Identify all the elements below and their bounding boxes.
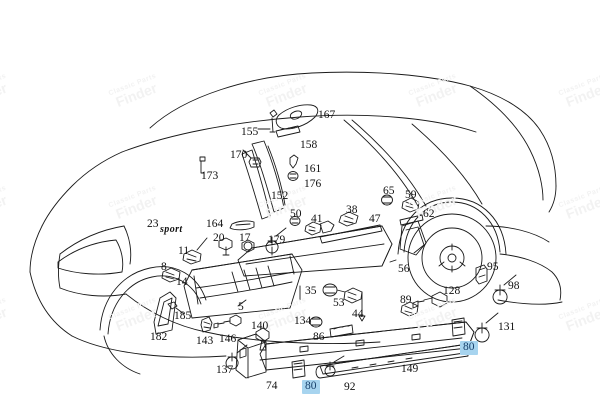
callout-155: 155 — [241, 126, 259, 138]
callout-8: 8 — [161, 261, 167, 273]
callout-14: 14 — [176, 276, 188, 288]
callout-173: 173 — [201, 170, 219, 182]
callout-50: 50 — [290, 208, 302, 220]
callout-158: 158 — [300, 139, 318, 151]
callout-143: 143 — [196, 335, 214, 347]
callout-20: 20 — [213, 232, 225, 244]
callout-164: 164 — [206, 218, 224, 230]
callout-80-highlighted[interactable]: 80 — [302, 380, 320, 394]
callout-38: 38 — [346, 204, 358, 216]
callout-86: 86 — [313, 331, 325, 343]
callout-179: 179 — [268, 234, 286, 246]
callout-152: 152 — [271, 190, 289, 202]
callout-80-highlighted[interactable]: 80 — [460, 341, 478, 355]
callout-11: 11 — [178, 245, 190, 257]
callout-131: 131 — [498, 321, 516, 333]
callout-35: 35 — [305, 285, 317, 297]
callout-182: 182 — [150, 331, 168, 343]
callout-146: 146 — [219, 333, 237, 345]
callout-92: 92 — [344, 381, 356, 393]
callout-134: 134 — [294, 315, 312, 327]
callout-161: 161 — [304, 163, 322, 175]
callout-170: 170 — [230, 149, 248, 161]
callout-185: 185 — [174, 310, 192, 322]
callout-5: 5 — [238, 301, 244, 313]
callout-41: 41 — [311, 213, 323, 225]
sport-badge: sport — [160, 224, 183, 235]
callout-53: 53 — [333, 297, 345, 309]
callout-62: 62 — [423, 208, 435, 220]
callout-47: 47 — [369, 213, 381, 225]
callout-95: 95 — [487, 261, 499, 273]
callout-44: 44 — [352, 308, 364, 320]
callout-17: 17 — [239, 232, 251, 244]
callout-65: 65 — [383, 185, 395, 197]
callout-74: 74 — [266, 380, 278, 392]
callout-56: 56 — [398, 263, 410, 275]
callout-23: 23 — [147, 218, 159, 230]
callout-140: 140 — [251, 320, 269, 332]
callout-176: 176 — [304, 178, 322, 190]
callout-167: 167 — [318, 109, 336, 121]
callout-149: 149 — [401, 363, 419, 375]
callout-128: 128 — [443, 285, 461, 297]
callout-98: 98 — [508, 280, 520, 292]
callout-89: 89 — [400, 294, 412, 306]
callout-59: 59 — [405, 189, 417, 201]
callout-137: 137 — [216, 364, 234, 376]
